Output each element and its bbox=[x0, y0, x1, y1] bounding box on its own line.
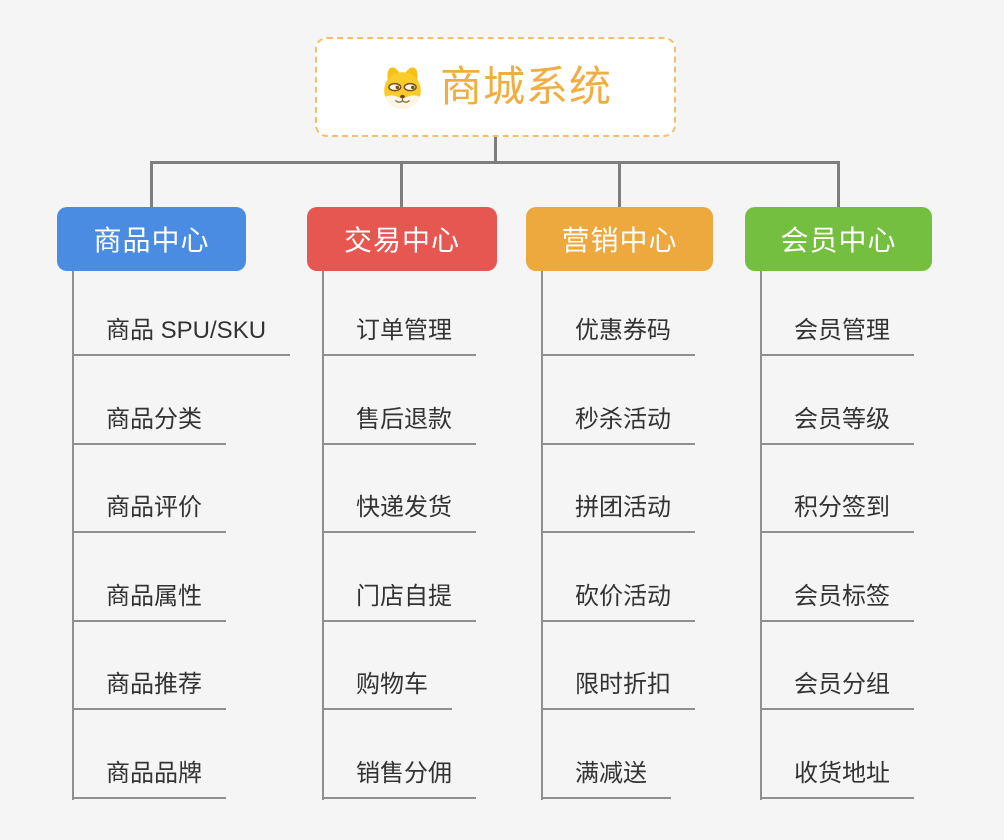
branch-product-children: 商品 SPU/SKU 商品分类 商品评价 商品属性 商品推荐 商品品牌 bbox=[72, 271, 291, 800]
dog-face-icon bbox=[384, 66, 421, 109]
connector-root-stub bbox=[494, 136, 497, 162]
topic-item-label: 拼团活动 bbox=[541, 493, 695, 534]
topic-item-label: 商品评价 bbox=[72, 493, 226, 534]
branch-label: 会员中心 bbox=[780, 225, 897, 256]
topic-item-label: 商品属性 bbox=[72, 582, 226, 622]
connector-branch-stub bbox=[618, 161, 621, 207]
branch-label: 交易中心 bbox=[343, 225, 460, 256]
topic-item-label: 限时折扣 bbox=[541, 670, 695, 711]
topic-item-label: 优惠券码 bbox=[541, 316, 695, 356]
branch-trade-center[interactable]: 交易中心 bbox=[307, 207, 497, 271]
topic-item-label: 商品品牌 bbox=[72, 759, 226, 799]
connector-branch-stub bbox=[150, 161, 153, 207]
topic-item-label: 会员等级 bbox=[760, 405, 914, 445]
topic-item-label: 商品 SPU/SKU bbox=[72, 316, 291, 356]
topic-item-label: 收货地址 bbox=[760, 759, 914, 799]
connector-branch-stub bbox=[837, 161, 840, 207]
branch-label: 营销中心 bbox=[561, 225, 678, 256]
topic-item-label: 砍价活动 bbox=[541, 582, 695, 622]
root-node-mall-system[interactable]: 商城系统 bbox=[315, 37, 676, 137]
branch-member-center[interactable]: 会员中心 bbox=[745, 207, 932, 271]
connector-branch-stub bbox=[400, 161, 403, 207]
topic-item-label: 会员管理 bbox=[760, 316, 914, 356]
topic-item-label: 秒杀活动 bbox=[541, 405, 695, 445]
connector-horizontal-bar bbox=[150, 161, 840, 164]
topic-item-label: 订单管理 bbox=[322, 316, 476, 356]
topic-item-label: 会员分组 bbox=[760, 670, 914, 711]
topic-item-label: 销售分佣 bbox=[322, 759, 476, 799]
topic-item-label: 商品分类 bbox=[72, 405, 226, 445]
topic-item-label: 购物车 bbox=[322, 670, 452, 711]
branch-member-children: 会员管理 会员等级 积分签到 会员标签 会员分组 收货地址 bbox=[760, 271, 914, 800]
branch-marketing-center[interactable]: 营销中心 bbox=[526, 207, 713, 271]
topic-item-label: 满减送 bbox=[541, 759, 671, 799]
topic-item-label: 快递发货 bbox=[322, 493, 476, 534]
root-title: 商城系统 bbox=[439, 63, 612, 110]
branch-product-center[interactable]: 商品中心 bbox=[57, 207, 246, 271]
topic-item-label: 会员标签 bbox=[760, 582, 914, 622]
branch-label: 商品中心 bbox=[93, 225, 210, 256]
topic-item-label: 售后退款 bbox=[322, 405, 476, 445]
branch-marketing-children: 优惠券码 秒杀活动 拼团活动 砍价活动 限时折扣 满减送 bbox=[541, 271, 695, 800]
topic-item-label: 积分签到 bbox=[760, 493, 914, 534]
topic-item-label: 商品推荐 bbox=[72, 670, 226, 711]
topic-item-label: 门店自提 bbox=[322, 582, 476, 622]
branch-trade-children: 订单管理 售后退款 快递发货 门店自提 购物车 销售分佣 bbox=[322, 271, 476, 800]
